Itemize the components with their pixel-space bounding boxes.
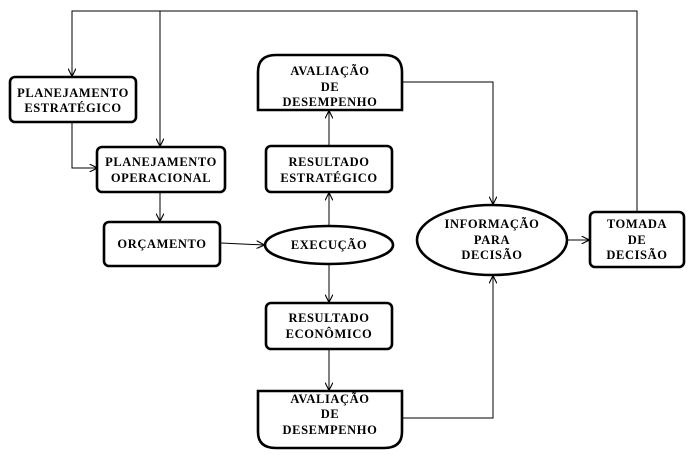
node-execucao: EXECUÇÃO — [263, 224, 395, 266]
node-label: DE — [628, 233, 647, 247]
node-label: TOMADA — [607, 217, 667, 231]
node-planejamento-operacional: PLANEJAMENTO OPERACIONAL — [95, 145, 227, 194]
avaliacao-bottom-to-informacao-arrow — [403, 276, 493, 419]
node-label: ORÇAMENTO — [117, 237, 206, 251]
node-label: RESULTADO — [288, 155, 369, 169]
node-label: PLANEJAMENTO — [17, 86, 129, 100]
node-label: EXECUÇÃO — [291, 238, 367, 252]
node-label: RESULTADO — [288, 311, 369, 325]
avaliacao-top-to-informacao-arrow — [403, 81, 493, 204]
node-label: DE — [321, 80, 340, 94]
node-label: DECISÃO — [606, 248, 667, 262]
node-label: OPERACIONAL — [111, 171, 211, 185]
node-avaliacao-desempenho-top: AVALIAÇÃO DE DESEMPENHO — [256, 53, 404, 112]
node-label: AVALIAÇÃO — [290, 392, 369, 406]
node-label: AVALIAÇÃO — [290, 64, 369, 78]
node-label: PARA — [474, 233, 510, 247]
node-tomada-de-decisao: TOMADA DE DECISÃO — [588, 210, 686, 269]
node-resultado-estrategico: RESULTADO ESTRATÉGICO — [264, 144, 394, 194]
node-resultado-economico: RESULTADO ECONÔMICO — [264, 301, 394, 351]
node-avaliacao-desempenho-bottom: AVALIAÇÃO DE DESEMPENHO — [256, 389, 404, 450]
node-label: ESTRATÉGICO — [280, 171, 377, 185]
connectors — [71, 10, 638, 419]
node-label: INFORMAÇÃO — [445, 217, 540, 231]
node-label: DECISÃO — [461, 248, 522, 262]
estrategico-to-operacional-arrow — [71, 123, 97, 168]
orcamento-to-execucao-arrow — [220, 243, 264, 245]
node-orcamento: ORÇAMENTO — [102, 220, 222, 268]
node-label: DESEMPENHO — [283, 95, 378, 109]
node-planejamento-estrategico: PLANEJAMENTO ESTRATÉGICO — [8, 75, 138, 124]
node-label: DE — [321, 407, 340, 421]
node-informacao-para-decisao: INFORMAÇÃO PARA DECISÃO — [415, 203, 569, 277]
feedback-loop-line — [72, 10, 638, 211]
node-label: DESEMPENHO — [283, 423, 378, 437]
node-label: ESTRATÉGICO — [24, 101, 121, 115]
node-label: PLANEJAMENTO — [105, 155, 217, 169]
node-label: ECONÔMICO — [286, 327, 373, 341]
